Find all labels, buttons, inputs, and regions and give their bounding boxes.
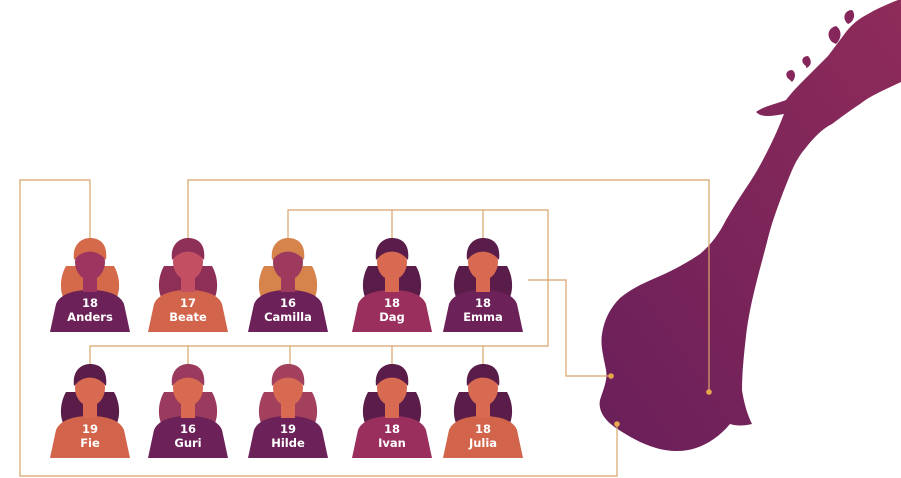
portrait-guri	[148, 364, 228, 458]
person-age: 17	[179, 296, 196, 310]
person-name: Anders	[67, 310, 113, 324]
hair-top	[73, 364, 107, 386]
portrait-julia	[443, 364, 523, 458]
line-to-west-coast	[528, 279, 611, 377]
person-age: 18	[474, 296, 491, 310]
portrait-fie	[50, 364, 130, 458]
person-name: Julia	[468, 436, 498, 450]
map-dot-east	[706, 389, 712, 395]
neck	[181, 402, 195, 418]
map-dot-west	[608, 373, 614, 379]
portrait-camilla	[248, 238, 328, 332]
portrait-emma	[443, 238, 523, 332]
map-dot-south	[614, 421, 620, 427]
hair-top	[375, 238, 409, 260]
shirt	[443, 290, 523, 332]
neck	[281, 276, 295, 292]
line-beate-to-east	[187, 179, 710, 392]
shirt	[50, 416, 130, 458]
shirt	[148, 416, 228, 458]
person-age: 16	[179, 422, 196, 436]
person-name: Hilde	[271, 436, 305, 450]
shirt	[443, 416, 523, 458]
shirt	[352, 290, 432, 332]
neck	[83, 276, 97, 292]
person-name: Emma	[463, 310, 503, 324]
norway-mainland-shape	[599, 0, 901, 451]
norway-north-island-4	[802, 56, 811, 68]
line-anders-to-south-coast	[19, 179, 618, 477]
person-age: 19	[279, 422, 296, 436]
hair-top	[466, 364, 500, 386]
neck	[83, 402, 97, 418]
hair-top	[73, 238, 107, 260]
shirt	[50, 290, 130, 332]
hair-top	[375, 364, 409, 386]
shirt	[248, 290, 328, 332]
person-age: 19	[81, 422, 98, 436]
portrait-ivan	[352, 364, 432, 458]
line-camilla-dag-emma-frame	[89, 209, 549, 370]
neck	[385, 402, 399, 418]
hair-top	[171, 238, 205, 260]
person-name: Fie	[80, 436, 100, 450]
portrait-beate	[148, 238, 228, 332]
person-age: 16	[279, 296, 296, 310]
portrait-dag	[352, 238, 432, 332]
person-name: Camilla	[264, 310, 312, 324]
portrait-anders	[50, 238, 130, 332]
shirt	[148, 290, 228, 332]
person-name: Ivan	[378, 436, 406, 450]
neck	[281, 402, 295, 418]
hair-top	[271, 364, 305, 386]
neck	[476, 276, 490, 292]
norway-coast-notch	[720, 429, 744, 440]
neck	[181, 276, 195, 292]
portrait-hilde	[248, 364, 328, 458]
neck	[476, 402, 490, 418]
person-name: Guri	[174, 436, 202, 450]
norway-north-island-1	[828, 26, 841, 44]
hair-top	[466, 238, 500, 260]
norway-north-island-2	[844, 10, 855, 24]
person-age: 18	[81, 296, 98, 310]
person-age: 18	[383, 296, 400, 310]
shirt	[352, 416, 432, 458]
norway-north-island-3	[786, 70, 795, 82]
person-name: Dag	[379, 310, 405, 324]
person-name: Beate	[169, 310, 207, 324]
hair-top	[271, 238, 305, 260]
hair-top	[171, 364, 205, 386]
shirt	[248, 416, 328, 458]
person-age: 18	[474, 422, 491, 436]
person-age: 18	[383, 422, 400, 436]
neck	[385, 276, 399, 292]
